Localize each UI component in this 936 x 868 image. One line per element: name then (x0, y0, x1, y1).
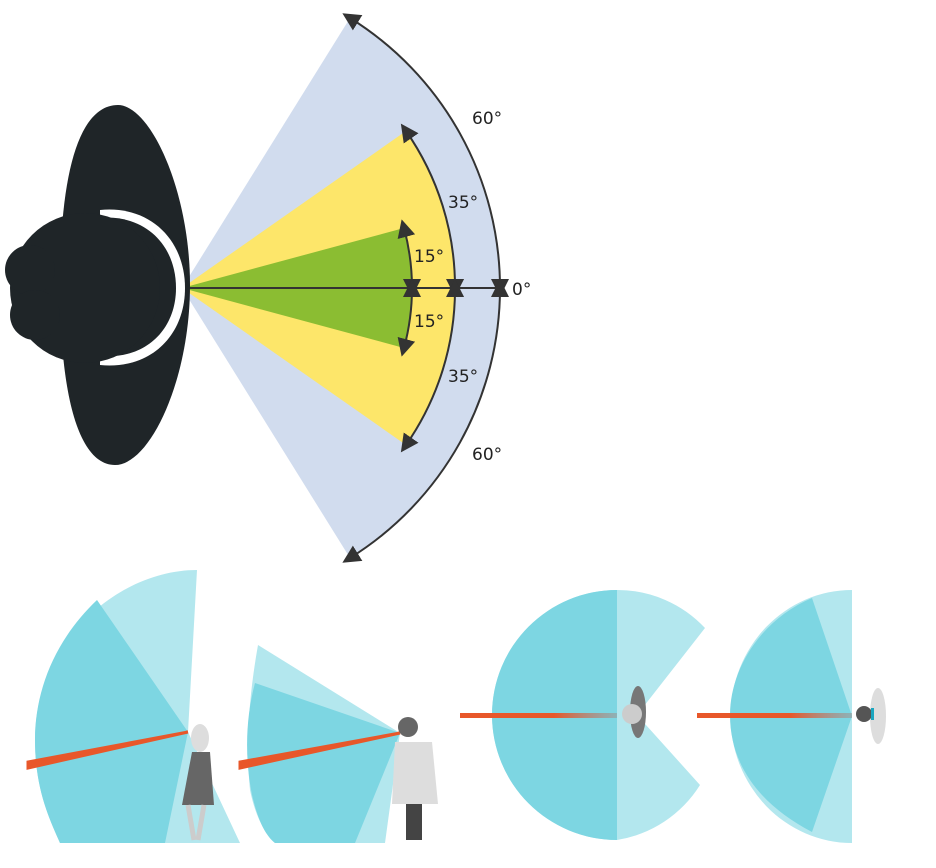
label-top-15: 15° (414, 247, 444, 267)
arc-15-bottom (397, 279, 421, 357)
top-view-person-wide (460, 589, 705, 840)
gaze-line (26, 730, 189, 770)
side-view-standing-woman (26, 570, 240, 843)
label-top-35: 35° (448, 193, 478, 213)
arc-35-bottom (400, 279, 465, 453)
gaze-line (238, 731, 401, 770)
label-bottom-15: 15° (414, 312, 444, 332)
side-view-standing-man (238, 645, 438, 843)
head-top-view-icon (5, 105, 190, 465)
label-bottom-35: 35° (448, 367, 478, 387)
gaze-line (460, 713, 617, 718)
label-top-60: 60° (472, 109, 502, 129)
gaze-line (697, 713, 852, 718)
top-view-person-narrow (697, 590, 886, 843)
top-view-diagram: 60° 35° 15° 0° 15° 35° 60° (5, 13, 531, 563)
label-center-0: 0° (512, 280, 531, 300)
label-bottom-60: 60° (472, 445, 502, 465)
arc-35-top (400, 123, 465, 297)
